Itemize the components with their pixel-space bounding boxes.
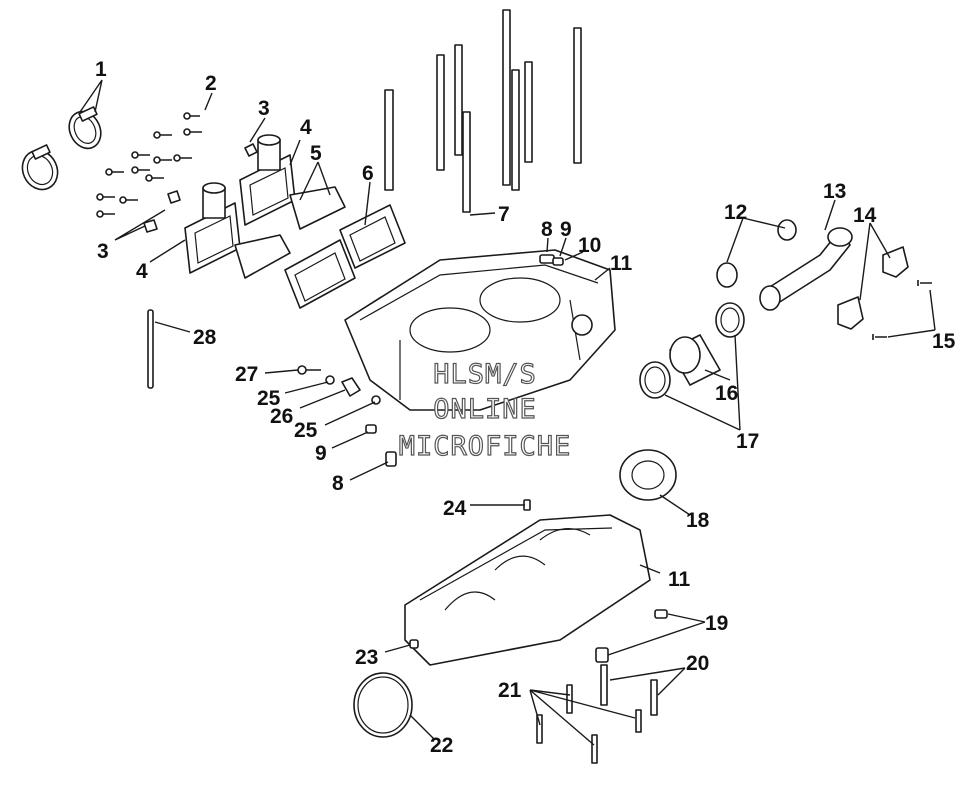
adapter-plate-left [184,182,241,274]
watermark: HLSM/S ONLINE MICROFICHE [398,358,572,462]
callout-9-bottom: 9 [315,442,327,465]
callout-2: 2 [205,72,217,95]
watermark-line-2: ONLINE [433,394,537,425]
fittings-left [297,365,397,467]
crank-seal [619,449,677,501]
hose-clamp-pair [21,106,102,191]
callout-25-top: 25 [257,387,281,410]
bracket-pair [837,246,909,330]
callout-6: 6 [362,162,374,185]
cylinder-stud-set [384,9,582,213]
lower-crankcase [404,514,651,666]
reed-block-pair [234,186,346,279]
fitting-set [143,143,258,233]
clamp-pair-17 [639,302,745,399]
callout-8-bottom: 8 [332,472,344,495]
reed-cage-pair [284,204,406,309]
dowel-and-plug-top [539,254,564,266]
callout-9-top: 9 [560,218,572,241]
upper-crankcase [344,249,616,411]
callout-12: 12 [724,201,747,224]
callout-4-top: 4 [300,116,312,139]
callout-20: 20 [686,652,709,675]
callout-22: 22 [430,734,453,757]
plug-pair-19 [595,609,668,663]
bent-tube [759,227,853,311]
callout-26: 26 [270,405,293,428]
watermark-line-1: HLSM/S [433,359,537,390]
callout-16: 16 [715,382,738,405]
bolt-pair-15 [872,280,932,340]
callout-1: 1 [95,58,107,81]
callout-27: 27 [235,363,258,386]
callout-labels: 1 2 3 3 4 4 5 6 7 8 8 9 9 10 11 11 12 13… [95,58,956,757]
callout-3-top: 3 [258,97,270,120]
screw-set [96,112,202,218]
callout-14: 14 [853,204,877,227]
callout-21: 21 [498,679,522,702]
callout-13: 13 [823,180,846,203]
callout-24: 24 [443,497,467,520]
callout-11-top: 11 [610,252,633,275]
leader-lines [79,79,936,746]
bolt-set-20 [600,664,658,716]
callout-18: 18 [686,509,710,532]
callout-17: 17 [736,430,759,453]
adapter-plate-right [239,134,296,226]
pin-23 [409,639,419,649]
watermark-line-3: MICROFICHE [399,431,572,462]
callout-7: 7 [498,203,510,226]
long-rod [147,309,154,389]
callout-25-bottom: 25 [294,419,318,442]
callout-11-bottom: 11 [668,568,691,591]
callout-3-bottom: 3 [97,240,109,263]
callout-19: 19 [705,612,728,635]
callout-5: 5 [310,142,322,165]
callout-28: 28 [193,326,217,349]
callout-8-top: 8 [541,218,553,241]
o-ring-pair [716,219,797,288]
hose-sleeve [669,334,721,386]
snap-ring [353,672,413,738]
callout-10: 10 [578,234,601,257]
bolt-set-21 [536,684,642,764]
callout-15: 15 [932,330,956,353]
callout-23: 23 [355,646,378,669]
callout-4-bottom: 4 [136,260,148,283]
